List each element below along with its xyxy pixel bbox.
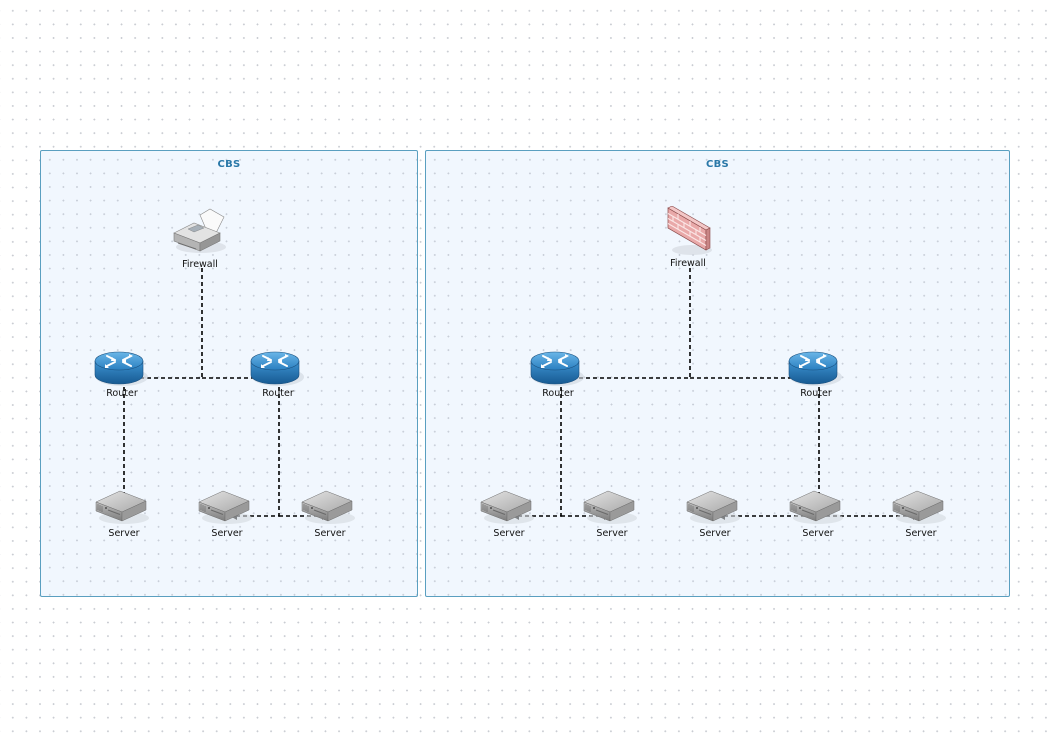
server-icon xyxy=(789,490,844,525)
firewall-node[interactable]: Firewall xyxy=(160,207,240,271)
server-label: Server xyxy=(108,528,140,539)
router-icon xyxy=(250,351,305,387)
server-label: Server xyxy=(596,528,628,539)
server-node[interactable]: Server xyxy=(572,488,652,540)
server-node[interactable]: Server xyxy=(675,488,755,540)
router-label: Router xyxy=(800,388,832,399)
server-label: Server xyxy=(211,528,243,539)
router-node[interactable]: Router xyxy=(238,347,318,400)
router-icon xyxy=(788,351,843,387)
server-node[interactable]: Server xyxy=(84,488,164,540)
server-icon xyxy=(198,490,253,525)
server-label: Server xyxy=(802,528,834,539)
server-label: Server xyxy=(905,528,937,539)
server-node[interactable]: Server xyxy=(187,488,267,540)
connector-g0-firewall-router-0[interactable] xyxy=(126,268,203,382)
server-label: Server xyxy=(314,528,346,539)
firewall-brick-icon xyxy=(667,206,712,255)
server-icon xyxy=(480,490,535,525)
server-node[interactable]: Server xyxy=(290,488,370,540)
server-label: Server xyxy=(493,528,525,539)
group-container-left[interactable]: CBS xyxy=(40,150,418,597)
server-node[interactable]: Server xyxy=(881,488,961,540)
firewall-label: Firewall xyxy=(670,258,706,269)
group-title: CBS xyxy=(705,159,730,170)
server-icon xyxy=(95,490,150,525)
server-icon xyxy=(301,490,356,525)
firewall-label: Firewall xyxy=(182,259,218,270)
server-icon xyxy=(583,490,638,525)
group-title: CBS xyxy=(217,159,241,170)
firewall-node[interactable]: Firewall xyxy=(648,206,728,270)
server-icon xyxy=(686,490,741,525)
router-node[interactable]: Router xyxy=(82,347,162,400)
router-icon xyxy=(530,351,585,387)
server-node[interactable]: Server xyxy=(778,488,858,540)
server-node[interactable]: Server xyxy=(469,488,549,540)
printer-icon xyxy=(173,208,226,253)
router-label: Router xyxy=(106,388,138,399)
router-node[interactable]: Router xyxy=(518,347,598,400)
router-label: Router xyxy=(262,388,294,399)
server-icon xyxy=(892,490,947,525)
router-icon xyxy=(94,351,149,387)
server-label: Server xyxy=(699,528,731,539)
router-label: Router xyxy=(542,388,574,399)
connector-g1-firewall-router-0[interactable] xyxy=(562,268,691,382)
router-node[interactable]: Router xyxy=(776,347,856,400)
